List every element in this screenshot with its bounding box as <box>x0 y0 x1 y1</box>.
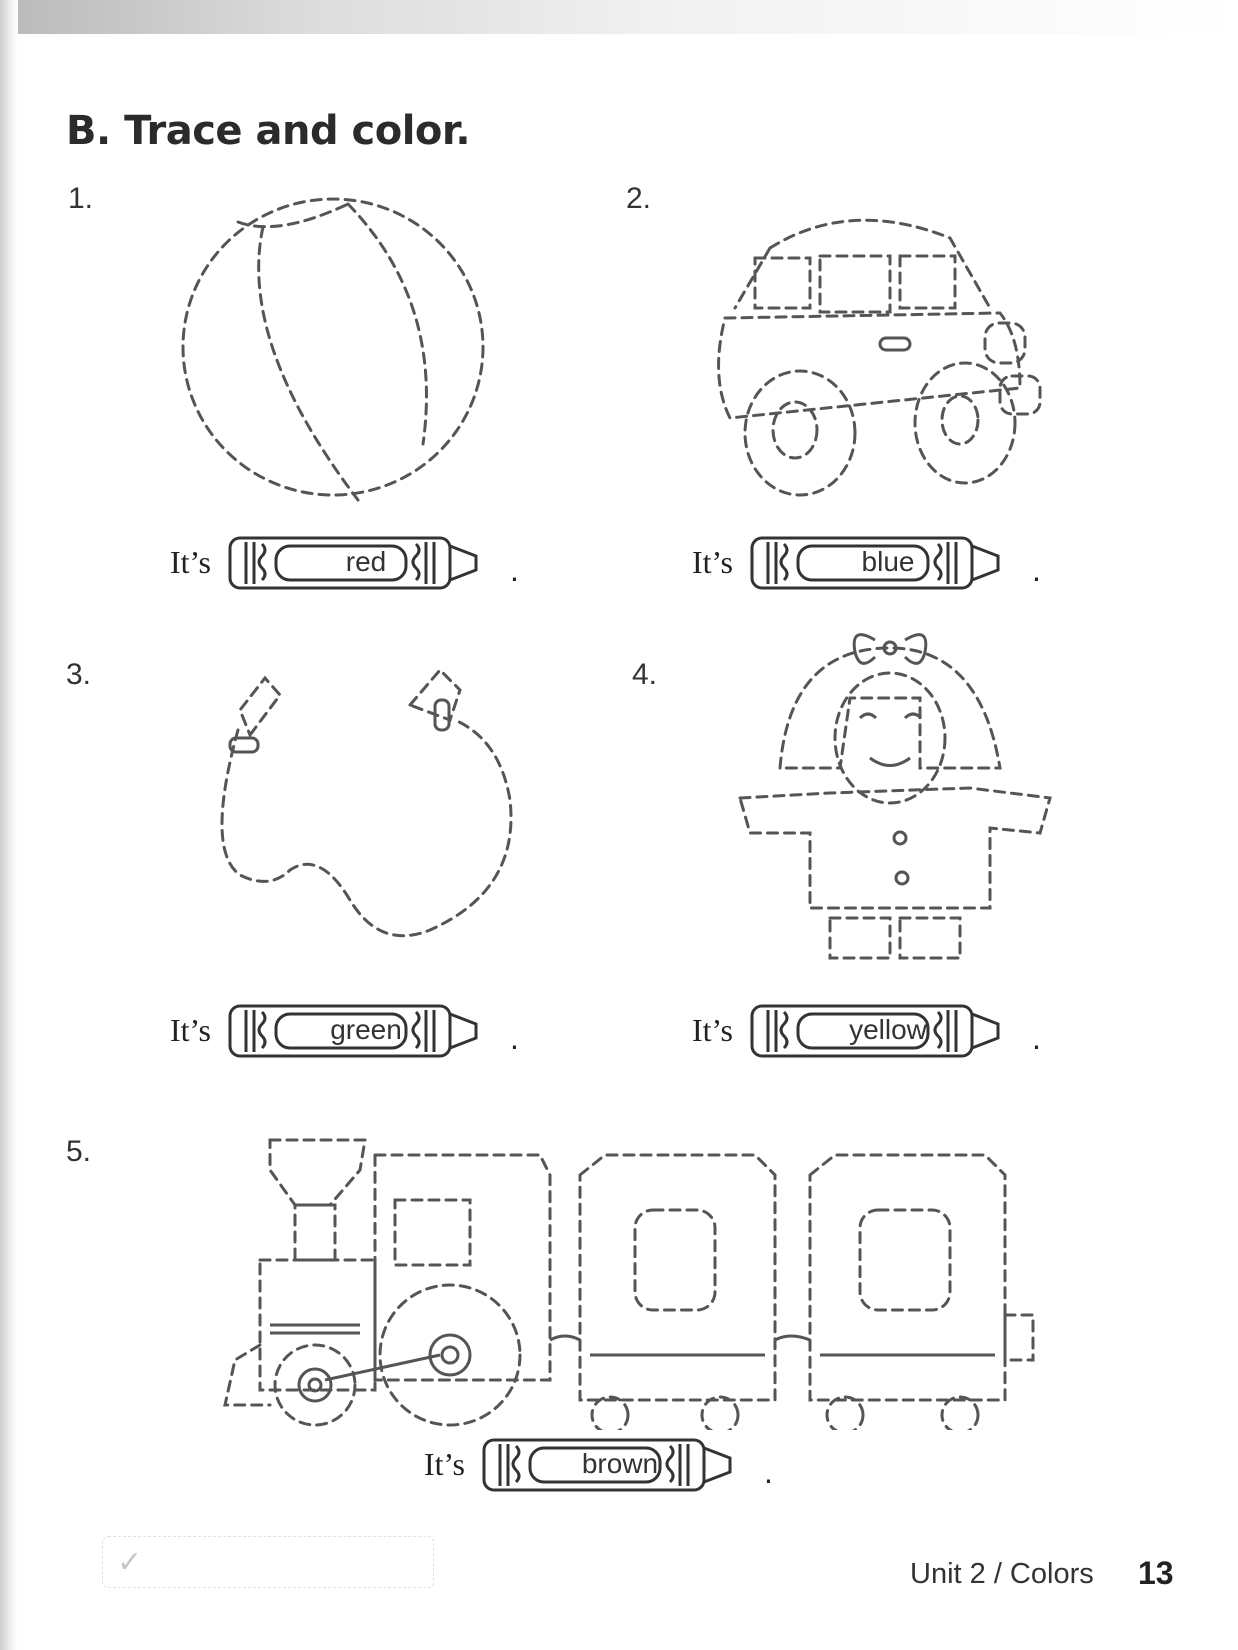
crayon-icon <box>750 1004 1000 1058</box>
its-label: It’s <box>692 544 733 580</box>
sentence-1: It’s red . <box>170 532 530 594</box>
its-label: It’s <box>692 1012 733 1048</box>
page-top-shadow <box>0 0 1238 34</box>
exercise-heading: B. Trace and color. <box>66 108 471 154</box>
item-number-1: 1. <box>68 182 94 215</box>
item-number-2: 2. <box>626 182 652 215</box>
item-number-3: 3. <box>66 658 92 691</box>
jump-rope-icon <box>210 650 550 980</box>
crayon-icon <box>228 536 478 590</box>
period: . <box>764 1454 773 1490</box>
its-label: It’s <box>170 1012 211 1048</box>
its-label: It’s <box>170 544 211 580</box>
crayon-icon <box>482 1438 732 1492</box>
page-binding-shadow <box>0 0 18 1650</box>
crayon-icon <box>750 536 1000 590</box>
check-icon: ✓ <box>117 1546 143 1579</box>
period: . <box>510 552 519 588</box>
sentence-2: It’s blue . <box>692 532 1052 594</box>
color-word: brown <box>581 1448 659 1479</box>
item-number-4: 4. <box>632 658 658 691</box>
period: . <box>1032 552 1041 588</box>
crayon-icon <box>228 1004 478 1058</box>
sentence-3: It’s green . <box>170 1000 530 1062</box>
period: . <box>510 1020 519 1056</box>
ball-icon <box>168 182 508 512</box>
sentence-4: It’s yellow . <box>692 1000 1052 1062</box>
its-label: It’s <box>424 1446 465 1482</box>
color-word: red <box>345 546 387 577</box>
period: . <box>1032 1020 1041 1056</box>
train-icon <box>215 1130 1035 1430</box>
item-number-5: 5. <box>66 1135 92 1168</box>
unit-label: Unit 2 / Colors <box>910 1558 1094 1590</box>
color-word: green <box>330 1014 402 1045</box>
teacher-check-box: ✓ <box>102 1536 434 1588</box>
girl-coat-icon <box>720 628 1070 978</box>
car-icon <box>700 198 1060 508</box>
color-word: yellow <box>849 1014 927 1045</box>
page-number: 13 <box>1138 1555 1174 1591</box>
color-word: blue <box>861 546 915 577</box>
sentence-5: It’s brown . <box>424 1434 784 1496</box>
